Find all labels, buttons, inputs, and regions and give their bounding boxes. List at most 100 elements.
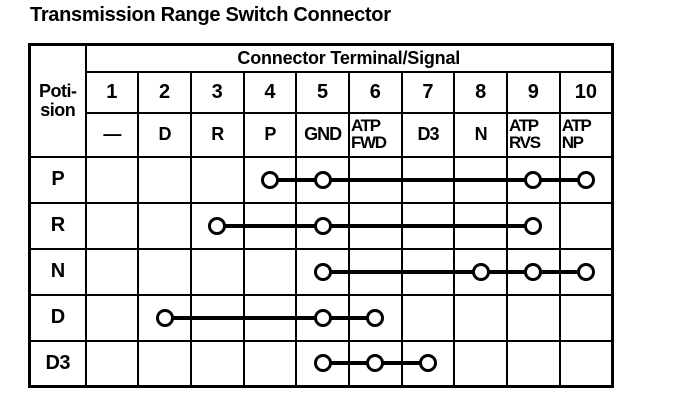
position-label: D3: [28, 339, 87, 388]
page-title: Transmission Range Switch Connector: [30, 4, 391, 26]
continuity-line: [350, 269, 400, 274]
continuity-cell-N-3: [189, 247, 245, 296]
continuity-line: [403, 269, 453, 274]
continuity-circle: [260, 170, 279, 189]
continuity-cell-D3-1: [84, 339, 140, 388]
continuity-line: [164, 315, 189, 320]
continuity-line: [456, 177, 506, 182]
continuity-circle: [313, 262, 332, 281]
continuity-cell-N-2: [137, 247, 192, 296]
continuity-cell-R-2: [137, 201, 192, 250]
continuity-cell-P-4: [242, 155, 298, 204]
continuity-line: [245, 315, 295, 320]
continuity-cell-D-10: [558, 293, 614, 342]
continuity-line: [403, 177, 453, 182]
terminal-header-1: 1: [84, 70, 140, 114]
signal-header-1: —: [84, 111, 140, 158]
continuity-line: [508, 223, 534, 228]
continuity-cell-D-5: [295, 293, 350, 342]
position-row-P: P: [28, 155, 614, 204]
terminal-header-6: 6: [347, 70, 403, 114]
continuity-cell-D3-6: [347, 339, 403, 388]
continuity-cell-P-3: [189, 155, 245, 204]
continuity-circle: [524, 170, 543, 189]
continuity-cell-D3-2: [137, 339, 192, 388]
corner-header: Poti-sion: [28, 43, 87, 158]
signal-header-7: D3: [400, 111, 456, 158]
continuity-cell-D3-7: [400, 339, 456, 388]
continuity-cell-D-2: [137, 293, 192, 342]
continuity-cell-D3-8: [453, 339, 508, 388]
continuity-line: [456, 223, 506, 228]
continuity-cell-D3-4: [242, 339, 298, 388]
continuity-line: [350, 315, 376, 320]
continuity-cell-R-9: [506, 201, 561, 250]
position-row-N: N: [28, 247, 614, 296]
continuity-circle: [155, 308, 174, 327]
continuity-cell-D-1: [84, 293, 140, 342]
position-label: N: [28, 247, 87, 296]
continuity-circle: [524, 216, 543, 235]
continuity-cell-D-9: [506, 293, 561, 342]
continuity-cell-N-10: [558, 247, 614, 296]
continuity-circle: [576, 170, 595, 189]
continuity-line: [403, 361, 428, 366]
continuity-cell-P-10: [558, 155, 614, 204]
position-row-D: D: [28, 293, 614, 342]
continuity-cell-P-8: [453, 155, 508, 204]
continuity-cell-R-6: [347, 201, 403, 250]
terminal-header-9: 9: [506, 70, 561, 114]
continuity-line: [192, 315, 242, 320]
continuity-cell-R-4: [242, 201, 298, 250]
continuity-line: [561, 269, 586, 274]
continuity-line: [217, 223, 242, 228]
terminal-header-10: 10: [558, 70, 614, 114]
continuity-circle: [313, 170, 332, 189]
position-label: P: [28, 155, 87, 204]
continuity-cell-N-6: [347, 247, 403, 296]
continuity-cell-D-6: [347, 293, 403, 342]
continuity-cell-R-1: [84, 201, 140, 250]
continuity-circle: [366, 354, 385, 373]
continuity-circle: [418, 354, 437, 373]
continuity-cell-R-3: [189, 201, 245, 250]
terminal-header-5: 5: [295, 70, 350, 114]
continuity-cell-D3-9: [506, 339, 561, 388]
continuity-line: [561, 177, 586, 182]
continuity-line: [322, 361, 347, 366]
continuity-cell-R-10: [558, 201, 614, 250]
continuity-cell-R-8: [453, 201, 508, 250]
position-row-R: R: [28, 201, 614, 250]
continuity-cell-P-5: [295, 155, 350, 204]
continuity-cell-D-4: [242, 293, 298, 342]
continuity-line: [245, 223, 295, 228]
continuity-cell-N-5: [295, 247, 350, 296]
terminal-header-4: 4: [242, 70, 298, 114]
continuity-cell-N-8: [453, 247, 508, 296]
continuity-cell-R-5: [295, 201, 350, 250]
continuity-cell-P-6: [347, 155, 403, 204]
continuity-circle: [576, 262, 595, 281]
continuity-circle: [313, 308, 332, 327]
terminal-header-7: 7: [400, 70, 456, 114]
continuity-circle: [313, 216, 332, 235]
continuity-cell-P-1: [84, 155, 140, 204]
signal-header-3: R: [189, 111, 245, 158]
continuity-cell-D-8: [453, 293, 508, 342]
continuity-circle: [524, 262, 543, 281]
continuity-cell-D-7: [400, 293, 456, 342]
terminal-header-2: 2: [137, 70, 192, 114]
signal-header-4: P: [242, 111, 298, 158]
terminal-header-8: 8: [453, 70, 508, 114]
position-row-D3: D3: [28, 339, 614, 388]
continuity-line: [322, 269, 347, 274]
continuity-circle: [313, 354, 332, 373]
continuity-line: [350, 177, 400, 182]
